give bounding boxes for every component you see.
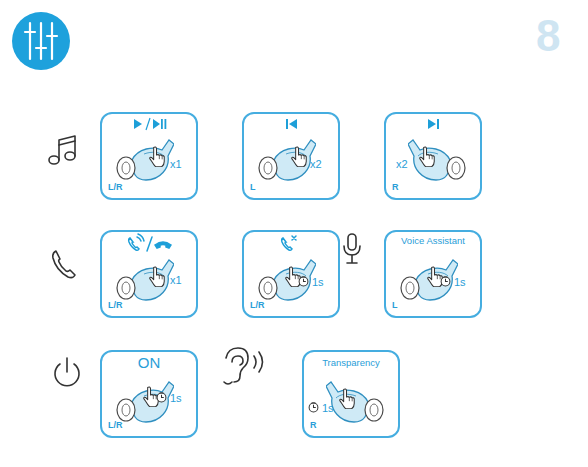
power-icon bbox=[55, 358, 79, 386]
control-text: x1 bbox=[170, 274, 182, 287]
earbud bbox=[408, 140, 465, 180]
phone-icon bbox=[53, 251, 75, 278]
side-label: L/R bbox=[108, 420, 123, 430]
side-label: L bbox=[250, 182, 256, 192]
control-box: x1L/R bbox=[100, 112, 198, 200]
hold-hand bbox=[144, 387, 158, 407]
control-box: ON 1sL/R bbox=[100, 350, 198, 438]
side-label: L/R bbox=[250, 300, 265, 310]
mic-icon bbox=[344, 234, 360, 263]
control-text: 1s bbox=[322, 402, 334, 415]
timer-symbol bbox=[309, 403, 318, 412]
earbud bbox=[117, 260, 174, 300]
control-text: 1s bbox=[454, 276, 466, 289]
control-box: x2R bbox=[384, 112, 482, 200]
earbud bbox=[326, 382, 383, 422]
earbud bbox=[401, 260, 458, 300]
timer-symbol bbox=[441, 277, 450, 286]
equalizer-badge bbox=[12, 12, 70, 70]
music-icon bbox=[49, 136, 75, 164]
control-text: ON bbox=[102, 354, 196, 371]
control-box: x1L/R bbox=[100, 230, 198, 318]
hold-hand bbox=[428, 267, 442, 287]
control-text: Voice Assistant bbox=[386, 236, 480, 247]
tap-hand bbox=[420, 147, 434, 167]
control-box: Voice Assistant 1sL bbox=[384, 230, 482, 318]
control-box: 1sL/R bbox=[242, 230, 340, 318]
side-label: L/R bbox=[108, 300, 123, 310]
earbud bbox=[259, 260, 316, 300]
next-symbol bbox=[428, 119, 439, 129]
control-box: x2L bbox=[242, 112, 340, 200]
control-box: Transparency 1sR bbox=[302, 350, 400, 438]
tap-hand bbox=[150, 267, 164, 287]
play-pause-symbol bbox=[134, 118, 166, 130]
previous-symbol bbox=[286, 119, 297, 129]
control-text: x2 bbox=[310, 158, 322, 171]
earbud bbox=[117, 382, 174, 422]
earbud bbox=[259, 140, 316, 180]
control-text: Transparency bbox=[304, 358, 398, 369]
timer-symbol bbox=[299, 277, 308, 286]
page-number: 8 bbox=[536, 14, 560, 58]
hold-hand bbox=[286, 267, 300, 287]
timer-symbol bbox=[157, 393, 166, 402]
tap-hand bbox=[292, 147, 306, 167]
control-text: x1 bbox=[170, 158, 182, 171]
side-label: L bbox=[392, 300, 398, 310]
control-text: x2 bbox=[396, 158, 408, 171]
ear-icon bbox=[224, 348, 263, 384]
side-label: L/R bbox=[108, 182, 123, 192]
answer-hangup-symbol bbox=[129, 234, 171, 251]
hold-hand bbox=[340, 389, 354, 409]
earbud bbox=[117, 140, 174, 180]
control-text: 1s bbox=[170, 392, 182, 405]
reject-call-symbol bbox=[282, 236, 296, 250]
control-text: 1s bbox=[312, 276, 324, 289]
side-label: R bbox=[392, 182, 399, 192]
tap-hand bbox=[150, 147, 164, 167]
side-label: R bbox=[310, 420, 317, 430]
